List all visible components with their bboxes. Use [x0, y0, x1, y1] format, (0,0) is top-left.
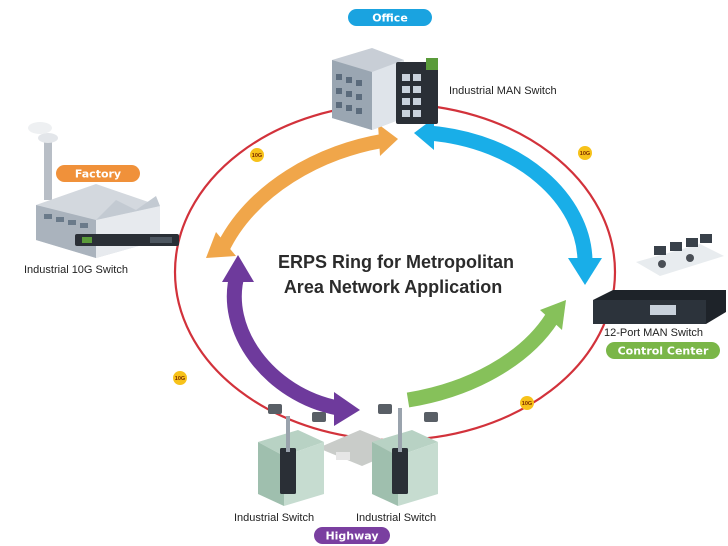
office-building-icon: [332, 48, 404, 130]
industrial-10g-switch-icon: [75, 234, 179, 246]
badge-label: 10G: [252, 153, 262, 159]
control-center-tag: Control Center: [606, 342, 720, 359]
arrow-office-control: [414, 118, 602, 285]
badge-label: 10G: [580, 151, 590, 157]
office-tag: Office: [348, 9, 432, 26]
highway-device-left-label: Industrial Switch: [234, 512, 314, 524]
link-badge-office-factory: 10G: [250, 148, 264, 162]
highway-tag-label: Highway: [325, 530, 378, 543]
arrow-factory-office: [206, 124, 398, 258]
badge-label: 10G: [522, 401, 532, 407]
highway-cabinet-left-icon: [258, 404, 326, 506]
diagram-title-line1: ERPS Ring for Metropolitan: [278, 252, 514, 272]
industrial-man-switch-icon: [396, 58, 438, 124]
factory-tag-label: Factory: [75, 168, 121, 181]
badge-label: 10G: [175, 376, 185, 382]
factory-device-label: Industrial 10G Switch: [24, 264, 128, 276]
arrow-control-highway: [406, 300, 566, 408]
highway-tag: Highway: [314, 527, 390, 544]
control-center-device-label: 12-Port MAN Switch: [604, 327, 703, 339]
office-device-label: Industrial MAN Switch: [449, 85, 557, 97]
control-center-desks-icon: [636, 234, 724, 276]
factory-tag: Factory: [56, 165, 140, 182]
link-badge-factory-highway: 10G: [173, 371, 187, 385]
12-port-man-switch-icon: [593, 290, 726, 324]
link-badge-highway-control: 10G: [520, 396, 534, 410]
diagram-title-line2: Area Network Application: [284, 277, 502, 297]
highway-cabinet-right-icon: [372, 404, 438, 506]
office-tag-label: Office: [372, 12, 408, 25]
industrial-switch-right-icon: [392, 448, 408, 494]
highway-device-right-label: Industrial Switch: [356, 512, 436, 524]
control-center-tag-label: Control Center: [618, 345, 709, 358]
arrow-factory-highway: [222, 255, 360, 426]
link-badge-office-control: 10G: [578, 146, 592, 160]
industrial-switch-left-icon: [280, 448, 296, 494]
